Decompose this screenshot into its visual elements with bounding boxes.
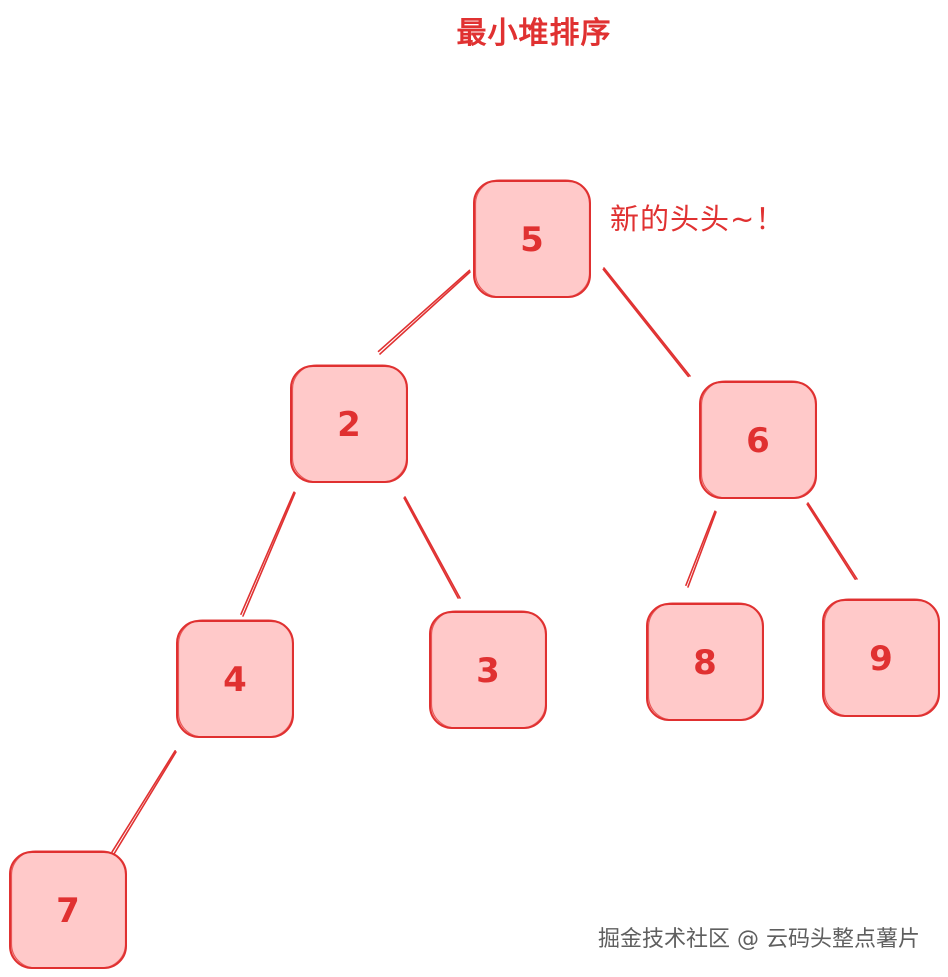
- tree-node-2: 2: [290, 364, 408, 483]
- edge-n6-n9: [806, 502, 858, 580]
- edge-n5-n2: [377, 269, 471, 355]
- nodes-layer: 5 2 6 4 3 8 9 7: [9, 179, 940, 969]
- root-annotation: 新的头头~！: [610, 202, 786, 236]
- node-box-sketch: [823, 598, 940, 717]
- diagram-title: 最小堆排序: [456, 16, 612, 51]
- node-box-sketch: [647, 602, 764, 721]
- tree-node-7: 7: [9, 850, 127, 969]
- node-box-sketch: [474, 179, 591, 298]
- node-box-sketch: [700, 380, 817, 499]
- tree-node-8: 8: [646, 602, 764, 721]
- watermark-text: 掘金技术社区 @ 云码头整点薯片: [598, 927, 920, 952]
- node-label: 3: [476, 651, 500, 691]
- node-label: 7: [56, 891, 80, 931]
- node-box-sketch: [10, 850, 127, 969]
- edges-layer: [111, 267, 858, 855]
- tree-node-4: 4: [176, 619, 294, 738]
- edge-n4-n7: [111, 750, 177, 855]
- tree-node-9: 9: [822, 598, 940, 717]
- tree-node-3: 3: [429, 610, 547, 729]
- edge-n2-n4: [240, 491, 296, 617]
- edge-n6-n8: [685, 510, 717, 588]
- node-label: 2: [337, 405, 361, 445]
- node-label: 6: [746, 421, 770, 461]
- edge-n2-n3: [403, 496, 461, 599]
- tree-node-5: 5: [473, 179, 591, 298]
- edge-n5-n6: [602, 267, 691, 378]
- node-box-sketch: [177, 619, 294, 738]
- node-label: 8: [693, 643, 717, 683]
- node-box-sketch: [291, 364, 408, 483]
- node-box-sketch: [430, 610, 547, 729]
- tree-node-6: 6: [699, 380, 817, 499]
- node-label: 5: [520, 220, 544, 260]
- node-label: 9: [869, 639, 893, 679]
- node-label: 4: [223, 660, 247, 700]
